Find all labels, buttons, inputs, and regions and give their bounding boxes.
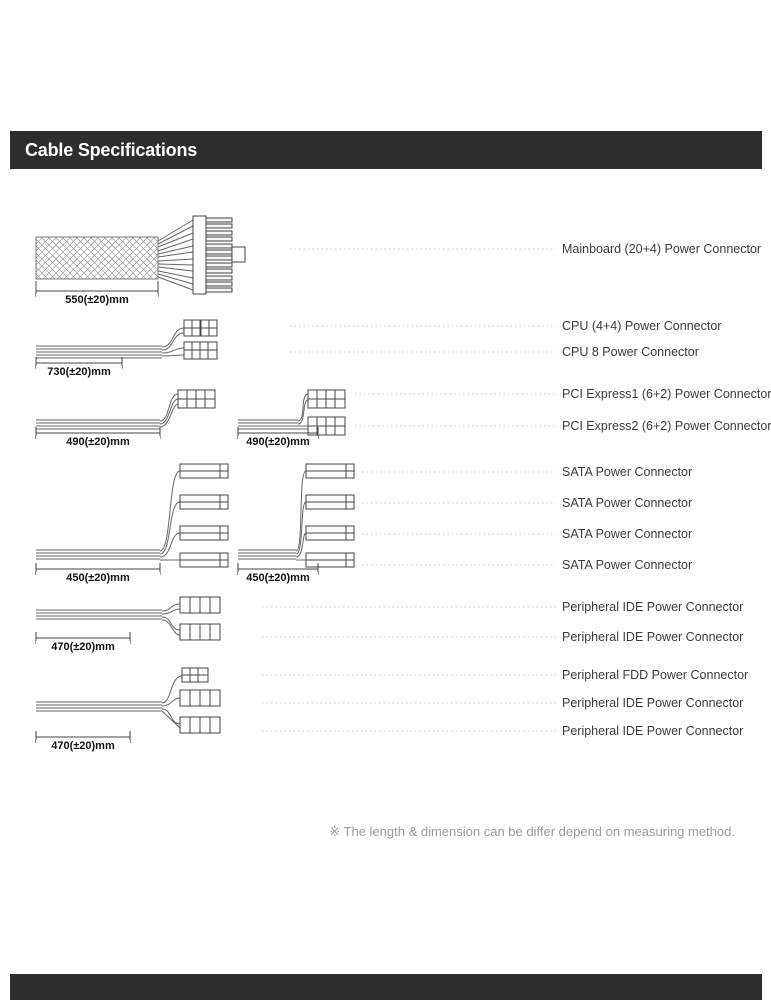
fdd-connector-shape [181, 667, 209, 683]
connector-label-sata-2: SATA Power Connector [562, 496, 693, 510]
dimension-label-sata-left: 450(±20)mm [36, 572, 160, 585]
mainboard-cable-illustration [35, 215, 246, 295]
connector-label-cpu-4plus4: CPU (4+4) Power Connector [562, 319, 722, 333]
connector-label-sata-3: SATA Power Connector [562, 527, 693, 541]
dimension-label-sata-right: 450(±20)mm [238, 572, 318, 585]
connector-label-sata-1: SATA Power Connector [562, 465, 693, 479]
connector-label-pcie1: PCI Express1 (6+2) Power Connector [562, 387, 771, 401]
connector-label-mainboard: Mainboard (20+4) Power Connector [562, 242, 762, 256]
dimension-label-mainboard: 550(±20)mm [36, 294, 158, 307]
section-footer [10, 974, 762, 1000]
peripheral-fdd-ide-cable-illustration [36, 667, 221, 734]
page-title: Cable Specifications [25, 139, 198, 160]
connector-label-ide-3: Peripheral IDE Power Connector [562, 696, 744, 710]
connector-label-cpu-8: CPU 8 Power Connector [562, 345, 699, 359]
sata-connector-shapes-right [305, 463, 355, 568]
connector-label-ide-1: Peripheral IDE Power Connector [562, 600, 744, 614]
leader-lines [262, 248, 556, 732]
dimension-lines [35, 281, 319, 743]
measurement-note: ※ The length & dimension can be differ d… [329, 824, 735, 839]
connector-label-ide-4: Peripheral IDE Power Connector [562, 724, 744, 738]
peripheral-ide-cable-illustration [36, 596, 221, 641]
connector-label-sata-4: SATA Power Connector [562, 558, 693, 572]
connector-label-pcie2: PCI Express2 (6+2) Power Connector [562, 419, 771, 433]
cpu-4plus4-connector-shape [183, 319, 218, 337]
ide-connector-shapes-2 [179, 689, 221, 734]
sata-connector-shapes-left [179, 463, 229, 568]
section-header: Cable Specifications [10, 131, 762, 169]
pcie2-lower-connector-shape [307, 416, 346, 436]
dimension-label-pcie-left: 490(±20)mm [36, 436, 160, 449]
pcie2-upper-connector-shape [307, 389, 346, 409]
connector-label-fdd: Peripheral FDD Power Connector [562, 668, 749, 682]
cpu-8pin-connector-shape [183, 341, 218, 360]
ide-connector-shapes [179, 596, 221, 641]
pcie1-connector-shape [177, 389, 216, 409]
mainboard-connector-shape [192, 215, 246, 295]
dimension-label-cpu: 730(±20)mm [36, 366, 122, 379]
cpu-cable-illustration [36, 319, 218, 360]
dimension-label-pcie-right: 490(±20)mm [238, 436, 318, 449]
dimension-label-fdd-ide: 470(±20)mm [36, 740, 130, 753]
pci-express-cable-illustration [36, 389, 346, 436]
connector-label-ide-2: Peripheral IDE Power Connector [562, 630, 744, 644]
dimension-label-ide: 470(±20)mm [36, 641, 130, 654]
sata-cable-illustration [36, 463, 355, 568]
